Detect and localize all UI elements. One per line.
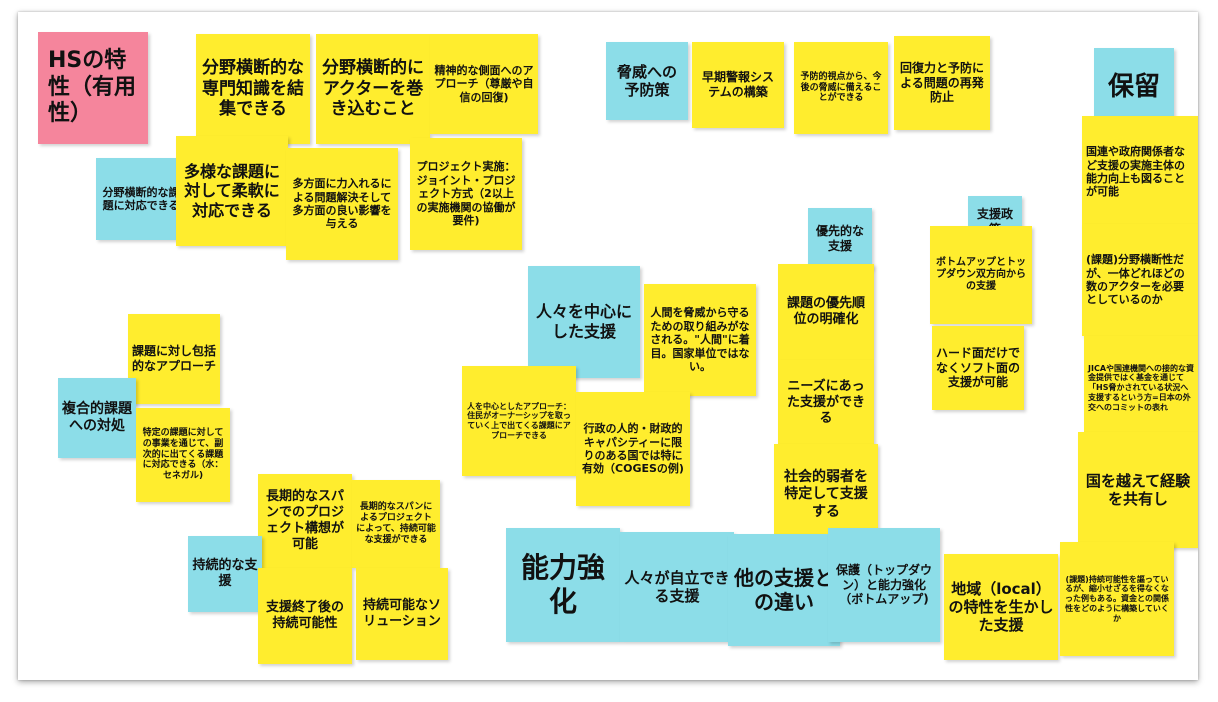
note-preventive-view[interactable]: 予防的視点から、今後の脅威に備えることができる — [794, 42, 888, 134]
note-needs-support[interactable]: ニーズにあった支援ができる — [778, 360, 874, 446]
note-protection-empower[interactable]: 保護（トップダウン）と能力強化（ボトムアップ) — [828, 528, 940, 642]
note-hold[interactable]: 保留 — [1094, 48, 1174, 128]
note-hold-un-capacity[interactable]: 国連や政府関係者など支援の実施主体の能力向上も図ることが可能 — [1082, 116, 1198, 228]
note-early-warning[interactable]: 早期警報システムの構築 — [692, 42, 784, 128]
note-specific-issue[interactable]: 特定の課題に対しての事業を通じて、副次的に出てくる課題に対応できる（水：セネガル… — [136, 408, 230, 502]
note-self-reliance[interactable]: 人々が自立できる支援 — [620, 532, 734, 642]
note-hold-cross-field[interactable]: (課題)分野横断性だが、一体どれほどの数のアクターを必要としているのか — [1082, 224, 1198, 336]
note-resilience[interactable]: 回復力と予防による問題の再発防止 — [894, 36, 990, 130]
sticky-note-board: HSの特性（有用性） 分野横断的な専門知識を結集できる 分野横断的にアクターを巻… — [18, 12, 1198, 680]
note-sustainable-support[interactable]: 持続的な支援 — [188, 536, 262, 612]
note-comprehensive[interactable]: 課題に対し包括的なアプローチ — [128, 314, 220, 404]
note-vulnerable[interactable]: 社会的弱者を特定して支援する — [774, 444, 878, 546]
note-cross-field-actors[interactable]: 分野横断的にアクターを巻き込むこと — [316, 34, 430, 144]
note-bottom-up-top-down[interactable]: ボトムアップとトップダウン双方向からの支援 — [930, 226, 1032, 324]
note-ownership[interactable]: 人を中心としたアプローチ：住民がオーナーシップを取っていく上で出てくる課題にアプ… — [462, 366, 576, 476]
note-after-support[interactable]: 支援終了後の持続可能性 — [258, 568, 352, 664]
note-coges[interactable]: 行政の人的・財政的キャパシティーに限りのある国では特に有効（COGESの例) — [576, 392, 690, 506]
note-hold-share[interactable]: 国を越えて経験を共有し — [1078, 432, 1198, 548]
note-cross-field-knowledge[interactable]: 分野横断的な専門知識を結集できる — [196, 34, 310, 144]
note-joint-project[interactable]: プロジェクト実施：ジョイント・プロジェクト方式（2以上の実施機関の協働が要件) — [410, 138, 522, 250]
note-hold-sustain[interactable]: (課題)持続可能性を謳っているが、縮小せざるを得なくなった例もある。資金との関係… — [1060, 542, 1174, 656]
note-priority-clarify[interactable]: 課題の優先順位の明確化 — [778, 264, 874, 360]
note-difference[interactable]: 他の支援との違い — [728, 534, 840, 646]
note-hs-title[interactable]: HSの特性（有用性） — [38, 32, 148, 144]
note-long-term-sustain[interactable]: 長期的なスパンによるプロジェクトによって、持続可能な支援ができる — [352, 480, 440, 568]
note-capacity-building[interactable]: 能力強化 — [506, 528, 620, 642]
note-long-term-project[interactable]: 長期的なスパンでのプロジェクト構想が可能 — [258, 474, 352, 568]
note-cross-field-issues[interactable]: 分野横断的な課題に対応できる — [96, 158, 186, 240]
note-hard-soft[interactable]: ハード面だけでなくソフト面の支援が可能 — [932, 326, 1024, 410]
note-prevent-threats[interactable]: 脅威への予防策 — [606, 42, 688, 120]
note-flexible-issues[interactable]: 多様な課題に対して柔軟に対応できる — [176, 136, 288, 246]
note-hold-jica[interactable]: JICAや国連機関への接的な資金提供ではく基金を通じて「HS脅かされている状況へ… — [1084, 336, 1198, 440]
note-complex-issues[interactable]: 複合的課題への対処 — [58, 378, 136, 458]
note-protect-people[interactable]: 人間を脅威から守るための取り組みがなされる。"人間"に着目。国家単位ではない。 — [644, 284, 756, 396]
note-people-centered[interactable]: 人々を中心にした支援 — [528, 266, 640, 378]
note-priority-support[interactable]: 優先的な支援 — [808, 208, 872, 270]
note-mental-approach[interactable]: 精神的な側面へのアプローチ（尊厳や自信の回復) — [430, 34, 538, 134]
note-local-traits[interactable]: 地域（local）の特性を生かした支援 — [944, 554, 1058, 660]
note-sustainable-solution[interactable]: 持続可能なソリューション — [356, 568, 448, 660]
note-multi-effect[interactable]: 多方面に力入れるによる問題解決そして多方面の良い影響を与える — [286, 148, 398, 260]
